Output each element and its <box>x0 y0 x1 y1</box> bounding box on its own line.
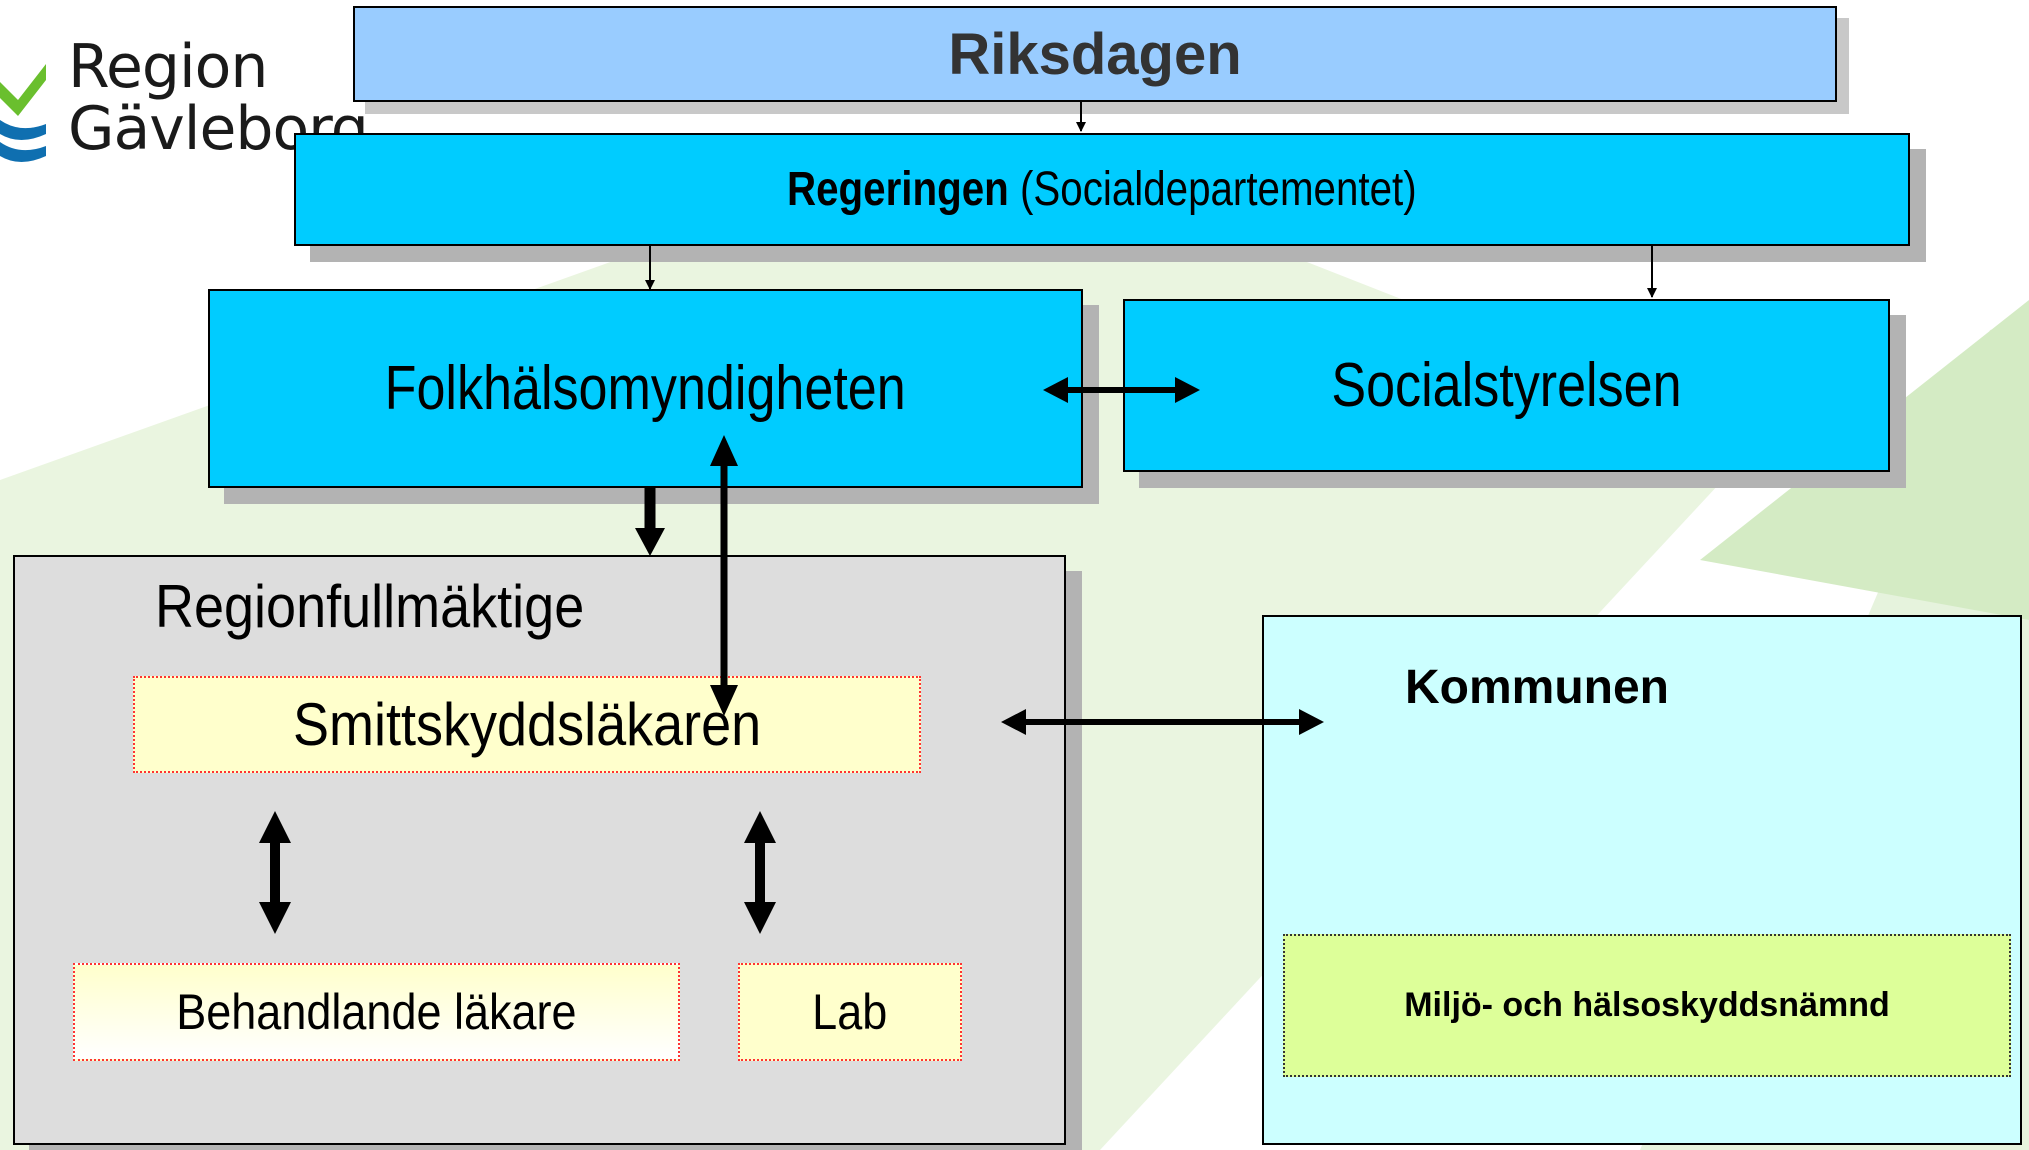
smittskyddslakaren-box: Smittskyddsläkaren <box>133 676 921 773</box>
kommunen-label: Kommunen <box>1405 661 1669 714</box>
socialstyrelsen-box: Socialstyrelsen <box>1123 299 1890 472</box>
miljo-halsoskyddsnamnd-box: Miljö- och hälsoskyddsnämnd <box>1283 934 2011 1077</box>
riksdagen-box: Riksdagen <box>353 6 1837 102</box>
regeringen-label: Regeringen <box>787 163 1009 216</box>
folkhalsomyndigheten-label: Folkhälsomyndigheten <box>384 354 907 423</box>
socialstyrelsen-label: Socialstyrelsen <box>1331 351 1682 420</box>
logo-text-region: Region <box>68 32 268 102</box>
region-gavleborg-logo: Region Gävleborg <box>0 28 380 168</box>
riksdagen-label: Riksdagen <box>948 21 1242 87</box>
socialdepartementet-label: (Socialdepartementet) <box>1008 163 1417 216</box>
miljo-halsoskyddsnamnd-label: Miljö- och hälsoskyddsnämnd <box>1404 986 1890 1024</box>
lab-box: Lab <box>738 963 962 1061</box>
lab-label: Lab <box>812 984 888 1040</box>
folkhalsomyndigheten-box: Folkhälsomyndigheten <box>208 289 1083 488</box>
smittskyddslakaren-label: Smittskyddsläkaren <box>292 691 762 758</box>
behandlande-lakare-label: Behandlande läkare <box>176 984 577 1040</box>
regeringen-box: Regeringen (Socialdepartementet) <box>294 133 1910 246</box>
logo-mark-icon <box>0 64 46 162</box>
behandlande-lakare-box: Behandlande läkare <box>73 963 680 1061</box>
regionfullmaktige-label: Regionfullmäktige <box>155 573 585 640</box>
